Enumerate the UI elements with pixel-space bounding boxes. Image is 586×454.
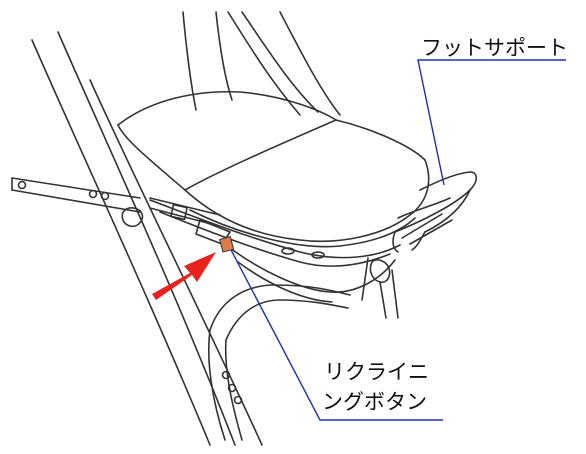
recline-button-label-line1: リクライニ: [324, 360, 429, 384]
foot-support-plate: [392, 171, 478, 253]
red-arrow-icon: [152, 252, 216, 300]
recline-button-leader: [228, 245, 443, 421]
lower-frame: [207, 284, 351, 441]
backrest: [182, 11, 341, 116]
foot-support-leader: [417, 59, 566, 186]
recline-button-marker: [219, 236, 235, 253]
foot-support-label: フットサポート: [421, 36, 568, 60]
seat-cushion: [117, 90, 430, 248]
foot-support-bracket: [361, 257, 399, 319]
front-leg: [31, 31, 263, 446]
side-frame: [11, 177, 231, 245]
recline-button-label-line2: ングボタン: [322, 390, 427, 414]
